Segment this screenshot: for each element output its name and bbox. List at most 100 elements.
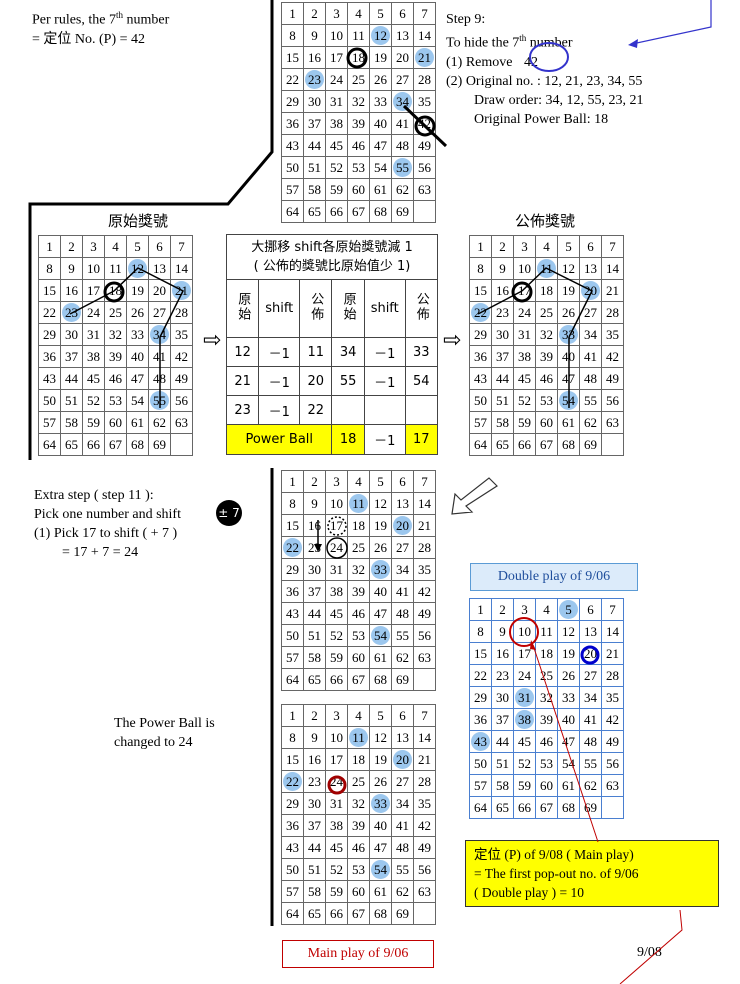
grid-cell-23: 23 bbox=[491, 664, 514, 687]
grid-cell-2: 2 bbox=[60, 235, 83, 258]
grid-cell-20: 20 bbox=[391, 514, 414, 537]
grid-cell-66: 66 bbox=[82, 433, 105, 456]
grid-cell-68: 68 bbox=[126, 433, 149, 456]
grid-cell-31: 31 bbox=[513, 686, 536, 709]
grid-cell-4: 4 bbox=[347, 2, 370, 25]
grid-cell-41: 41 bbox=[391, 580, 414, 603]
grid-cell-40: 40 bbox=[557, 708, 580, 731]
grid-cell-18: 18 bbox=[535, 642, 558, 665]
date-label: 9/08 bbox=[637, 945, 662, 960]
grid-cell-40: 40 bbox=[369, 580, 392, 603]
grid-cell-5: 5 bbox=[369, 470, 392, 493]
grid-cell-55: 55 bbox=[391, 858, 414, 881]
grid-cell-7: 7 bbox=[601, 235, 624, 258]
grid-cell-69: 69 bbox=[148, 433, 171, 456]
grid-cell-44: 44 bbox=[491, 730, 514, 753]
grid-cell-32: 32 bbox=[104, 323, 127, 346]
grid-cell-1: 1 bbox=[469, 235, 492, 258]
grid-cell-24: 24 bbox=[513, 664, 536, 687]
grid-cell-14: 14 bbox=[601, 257, 624, 280]
grid-cell-32: 32 bbox=[535, 323, 558, 346]
highlighted-number: 23 bbox=[62, 303, 81, 322]
grid-cell-11: 11 bbox=[347, 492, 370, 515]
grid-cell-33: 33 bbox=[557, 686, 580, 709]
grid-cell-67: 67 bbox=[347, 668, 370, 691]
grid-cell-58: 58 bbox=[60, 411, 83, 434]
grid-cell-12: 12 bbox=[369, 24, 392, 47]
grid-cell-43: 43 bbox=[281, 836, 304, 859]
grid-cell-26: 26 bbox=[369, 536, 392, 559]
grid-cell-18: 18 bbox=[347, 514, 370, 537]
grid-cell-6: 6 bbox=[391, 2, 414, 25]
grid-cell-40: 40 bbox=[557, 345, 580, 368]
grid-cell-51: 51 bbox=[303, 156, 326, 179]
grid-cell-30: 30 bbox=[491, 686, 514, 709]
grid-cell-35: 35 bbox=[413, 90, 436, 113]
grid-cell-38: 38 bbox=[513, 345, 536, 368]
grid-cell-30: 30 bbox=[303, 90, 326, 113]
grid-cell-24: 24 bbox=[325, 770, 348, 793]
grid-cell-16: 16 bbox=[303, 514, 326, 537]
grid-cell-35: 35 bbox=[413, 558, 436, 581]
grid-cell-5: 5 bbox=[557, 598, 580, 621]
grid-cell-45: 45 bbox=[513, 730, 536, 753]
grid-cell-53: 53 bbox=[347, 858, 370, 881]
grid-cell-50: 50 bbox=[469, 389, 492, 412]
grid-cell-51: 51 bbox=[303, 624, 326, 647]
grid-cell-52: 52 bbox=[325, 858, 348, 881]
grid-cell-21: 21 bbox=[413, 514, 436, 537]
grid-cell-29: 29 bbox=[469, 323, 492, 346]
shift-table: 大挪移 shift各原始獎號減 1 ( 公佈的獎號比原始值少 1) 原始 shi… bbox=[225, 234, 439, 455]
col-pub-2: 公佈 bbox=[413, 291, 429, 322]
grid-cell-17: 17 bbox=[82, 279, 105, 302]
grid-cell-4: 4 bbox=[535, 235, 558, 258]
grid-cell-54: 54 bbox=[369, 624, 392, 647]
grid-cell-37: 37 bbox=[491, 345, 514, 368]
highlighted-number: 11 bbox=[349, 494, 368, 513]
grid-cell-55: 55 bbox=[391, 624, 414, 647]
grid-cell-67: 67 bbox=[535, 433, 558, 456]
grid-cell-28: 28 bbox=[601, 664, 624, 687]
highlighted-number: 23 bbox=[305, 70, 324, 89]
grid-cell-49: 49 bbox=[413, 134, 436, 157]
grid-cell-24: 24 bbox=[513, 301, 536, 324]
grid-cell-6: 6 bbox=[148, 235, 171, 258]
grid-cell-12: 12 bbox=[369, 726, 392, 749]
grid-cell-41: 41 bbox=[391, 814, 414, 837]
grid-cell-2: 2 bbox=[303, 470, 326, 493]
grid-cell-3: 3 bbox=[325, 2, 348, 25]
grid-cell-31: 31 bbox=[325, 558, 348, 581]
grid-cell-22: 22 bbox=[281, 770, 304, 793]
grid-cell-48: 48 bbox=[579, 730, 602, 753]
grid-cell-60: 60 bbox=[535, 774, 558, 797]
grid-cell-23: 23 bbox=[303, 68, 326, 91]
grid-cell-35: 35 bbox=[601, 323, 624, 346]
grid-cell-50: 50 bbox=[281, 624, 304, 647]
grid-cell-62: 62 bbox=[579, 774, 602, 797]
grid-cell-56: 56 bbox=[170, 389, 193, 412]
grid-cell-17: 17 bbox=[513, 642, 536, 665]
grid-cell-13: 13 bbox=[579, 257, 602, 280]
grid-cell-42: 42 bbox=[413, 112, 436, 135]
grid-cell-15: 15 bbox=[469, 642, 492, 665]
highlighted-number: 22 bbox=[471, 303, 490, 322]
extra-step-note: Extra step ( step 11 ): Pick one number … bbox=[34, 488, 181, 560]
grid-cell-40: 40 bbox=[369, 814, 392, 837]
grid-cell-14: 14 bbox=[413, 726, 436, 749]
grid-cell-empty bbox=[413, 200, 436, 223]
grid-cell-41: 41 bbox=[391, 112, 414, 135]
grid-cell-29: 29 bbox=[281, 792, 304, 815]
grid-cell-4: 4 bbox=[104, 235, 127, 258]
grid-cell-5: 5 bbox=[557, 235, 580, 258]
grid-cell-11: 11 bbox=[104, 257, 127, 280]
grid-cell-56: 56 bbox=[601, 389, 624, 412]
grid-cell-8: 8 bbox=[38, 257, 61, 280]
grid-cell-25: 25 bbox=[535, 301, 558, 324]
highlighted-number: 33 bbox=[371, 794, 390, 813]
grid-cell-8: 8 bbox=[281, 492, 304, 515]
grid-cell-57: 57 bbox=[38, 411, 61, 434]
grid-cell-49: 49 bbox=[601, 367, 624, 390]
grid-cell-23: 23 bbox=[491, 301, 514, 324]
